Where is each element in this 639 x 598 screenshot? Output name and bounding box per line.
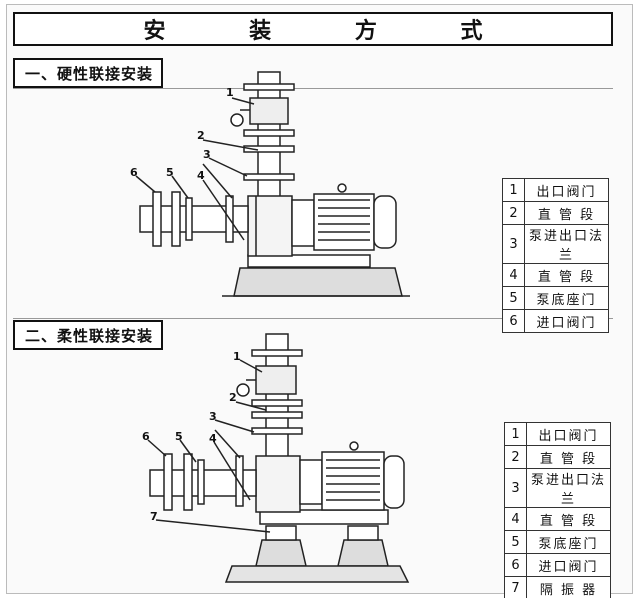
legend-number: 3 <box>504 468 527 508</box>
legend-label: 进口阀门 <box>524 309 609 333</box>
callout-5: 5 <box>175 430 183 443</box>
legend-label: 直 管 段 <box>524 201 609 225</box>
callout-3: 3 <box>203 148 211 161</box>
legend-number: 5 <box>504 530 527 554</box>
legend-label: 隔 振 器 <box>526 576 611 598</box>
callout-5: 5 <box>166 166 174 179</box>
callout-4: 4 <box>209 432 217 445</box>
legend-label: 泵底座门 <box>526 530 611 554</box>
legend-label: 出口阀门 <box>524 178 609 202</box>
legend-number: 4 <box>504 507 527 531</box>
legend-label: 泵底座门 <box>524 286 609 310</box>
legend-label: 直 管 段 <box>526 445 611 469</box>
legend-number: 2 <box>504 445 527 469</box>
legend-number: 3 <box>502 224 525 264</box>
legend-label: 直 管 段 <box>524 263 609 287</box>
legend-label: 泵进出口法兰 <box>524 224 609 264</box>
callout-7: 7 <box>150 510 158 523</box>
legend-number: 1 <box>502 178 525 202</box>
section-divider <box>13 88 613 89</box>
callout-4: 4 <box>197 169 205 182</box>
page-title: 安 装 方 式 <box>13 12 613 46</box>
legend-label: 直 管 段 <box>526 507 611 531</box>
legend-number: 6 <box>502 309 525 333</box>
legend-label: 进口阀门 <box>526 553 611 577</box>
legend-number: 1 <box>504 422 527 446</box>
legend-label: 泵进出口法兰 <box>526 468 611 508</box>
callout-1: 1 <box>226 86 234 99</box>
callout-1: 1 <box>233 350 241 363</box>
legend-number: 4 <box>502 263 525 287</box>
callout-2: 2 <box>197 129 205 142</box>
callout-2: 2 <box>229 391 237 404</box>
callout-6: 6 <box>142 430 150 443</box>
legend-number: 2 <box>502 201 525 225</box>
legend-number: 7 <box>504 576 527 598</box>
section-divider <box>13 318 613 319</box>
section-heading-rigid: 一、硬性联接安装 <box>13 58 163 88</box>
legend-number: 5 <box>502 286 525 310</box>
legend-number: 6 <box>504 553 527 577</box>
callout-3: 3 <box>209 410 217 423</box>
section-heading-flexible: 二、柔性联接安装 <box>13 320 163 350</box>
legend-label: 出口阀门 <box>526 422 611 446</box>
callout-6: 6 <box>130 166 138 179</box>
